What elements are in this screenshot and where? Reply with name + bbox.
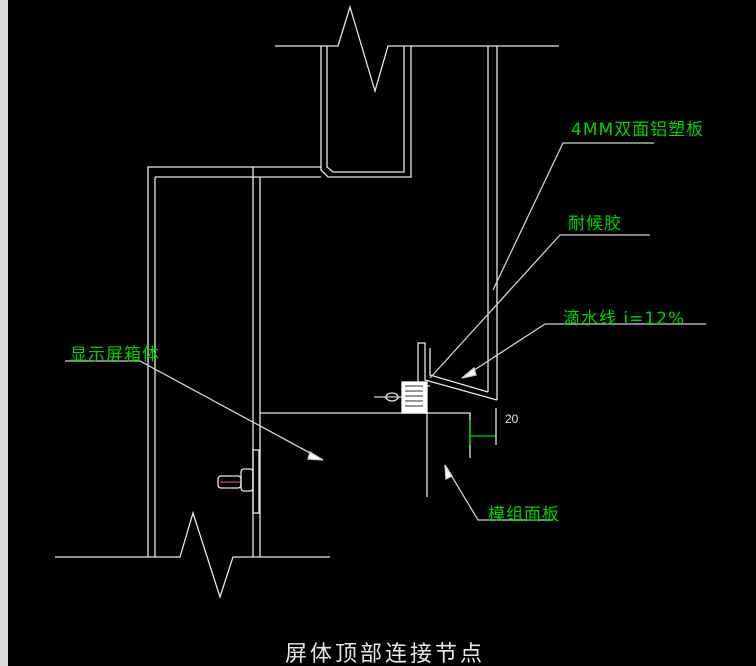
cabinet bbox=[55, 166, 330, 600]
dimension-20 bbox=[469, 408, 497, 445]
label-aluminum-panel: 4MM双面铝塑板 bbox=[571, 120, 705, 140]
label-sealant: 耐候胶 bbox=[568, 214, 622, 234]
sealant-block bbox=[374, 381, 428, 414]
leaders bbox=[65, 142, 706, 521]
module-panel bbox=[260, 412, 471, 497]
label-cabinet: 显示屏箱体 bbox=[70, 345, 160, 365]
window-border bbox=[0, 0, 8, 666]
label-drip-line: 滴水线 i=12% bbox=[563, 309, 686, 329]
label-module-panel: 模组面板 bbox=[488, 505, 560, 525]
top-structure bbox=[275, 4, 559, 178]
drawing-title: 屏体顶部连接节点 bbox=[285, 642, 486, 666]
bolt bbox=[217, 449, 260, 514]
dimension-label: 20 bbox=[505, 412, 519, 426]
